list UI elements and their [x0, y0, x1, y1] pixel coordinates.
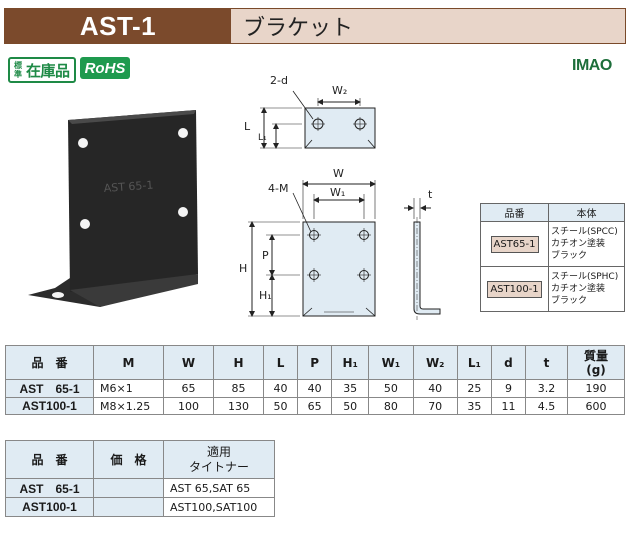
- cell: 40: [262, 379, 299, 398]
- rohs-badge: RoHS: [80, 57, 130, 79]
- cell: 50: [368, 379, 414, 398]
- col-header: P: [297, 345, 333, 380]
- material-code: AST100-1: [487, 280, 542, 298]
- col-header: W: [163, 345, 214, 380]
- col-header: t: [524, 345, 569, 380]
- cell: 35: [456, 397, 492, 415]
- cell: 85: [213, 379, 264, 398]
- tightener-cell: AST 65,SAT 65: [163, 478, 275, 498]
- cell: 50: [262, 397, 299, 415]
- material-line: カチオン塗装: [551, 284, 606, 294]
- table-row: AST65-1 スチール(SPCC) カチオン塗装 ブラック: [480, 221, 625, 267]
- cell: 35: [331, 379, 370, 398]
- top-view: [260, 90, 376, 149]
- tightener-cell: AST100,SAT100: [163, 497, 275, 517]
- col-header: H₁: [331, 345, 370, 380]
- cell: 9: [490, 379, 527, 398]
- table-row: AST100-1 M8×1.25 100 130 50 65 50 80 70 …: [5, 397, 625, 415]
- col-header: d: [490, 345, 527, 380]
- col-header: L₁: [456, 345, 492, 380]
- cell: 3.2: [524, 379, 569, 398]
- side-view: [404, 198, 441, 320]
- cell: M6×1: [93, 379, 164, 398]
- in-stock-label: 在庫品: [26, 61, 70, 80]
- cell: 65: [163, 379, 214, 398]
- material-line: ブラック: [551, 251, 588, 261]
- table-row: AST100-1 スチール(SPHC) カチオン塗装 ブラック: [480, 266, 625, 312]
- dim-w2: W₂: [332, 84, 347, 97]
- col-header: L: [262, 345, 299, 380]
- col-header: 価 格: [93, 440, 164, 479]
- material-header-row: 品番 本体: [480, 203, 625, 222]
- dim-w1: W₁: [330, 186, 345, 199]
- cell: 70: [412, 397, 458, 415]
- cell: 11: [490, 397, 527, 415]
- col-header: 質量 (g): [567, 345, 625, 380]
- product-drawing: AST 65-1 2-d W₂ L L₁: [28, 74, 441, 320]
- bracket-photo: AST 65-1: [28, 110, 198, 307]
- dim-h1: H₁: [259, 289, 272, 302]
- material-line: ブラック: [551, 296, 588, 306]
- dim-4m: 4-M: [268, 182, 288, 195]
- standard-label: 標準: [14, 61, 22, 79]
- product-code: AST-1: [5, 9, 231, 43]
- title-bar: AST-1 ブラケット: [4, 8, 626, 44]
- dim-h: H: [239, 262, 247, 275]
- price-cell: [93, 478, 164, 498]
- photo-stamp: AST 65-1: [103, 179, 153, 195]
- col-header: W₂: [412, 345, 458, 380]
- dim-t: t: [428, 188, 433, 201]
- material-line: スチール(SPCC): [551, 227, 618, 237]
- price-table: 品 番 価 格 適用 タイトナー AST 65-1 AST 65,SAT 65 …: [5, 440, 275, 517]
- table-row: AST100-1 AST100,SAT100: [5, 497, 275, 517]
- cell: 40: [297, 379, 333, 398]
- col-header: 品 番: [5, 440, 94, 479]
- col-header: M: [93, 345, 164, 380]
- standard-stock-badge: 標準 在庫品: [8, 57, 76, 83]
- dim-w: W: [333, 167, 344, 180]
- cell: M8×1.25: [93, 397, 164, 415]
- cell: 600: [567, 397, 625, 415]
- material-header-code: 品番: [480, 203, 549, 222]
- material-table: 品番 本体 AST65-1 スチール(SPCC) カチオン塗装 ブラック AST…: [480, 203, 625, 312]
- product-name: ブラケット: [231, 9, 625, 43]
- front-view: [248, 180, 376, 317]
- part-number: AST100-1: [5, 497, 94, 517]
- part-number: AST100-1: [5, 397, 94, 415]
- price-cell: [93, 497, 164, 517]
- material-header-body: 本体: [548, 203, 625, 222]
- dim-l1: L₁: [258, 133, 267, 143]
- material-line: カチオン塗装: [551, 239, 606, 249]
- dim-2d: 2-d: [270, 74, 288, 87]
- dim-l: L: [244, 120, 251, 133]
- cell: 130: [213, 397, 264, 415]
- cell: 190: [567, 379, 625, 398]
- cell: 4.5: [524, 397, 569, 415]
- cell: 40: [412, 379, 458, 398]
- price-header-row: 品 番 価 格 適用 タイトナー: [5, 440, 275, 479]
- dim-p: P: [262, 249, 269, 262]
- imao-logo: IMAO: [572, 57, 612, 74]
- material-line: スチール(SPHC): [551, 272, 619, 282]
- cell: 50: [331, 397, 370, 415]
- table-row: AST 65-1 M6×1 65 85 40 40 35 50 40 25 9 …: [5, 379, 625, 398]
- col-header: W₁: [368, 345, 414, 380]
- table-row: AST 65-1 AST 65,SAT 65: [5, 478, 275, 498]
- cell: 80: [368, 397, 414, 415]
- cell: 100: [163, 397, 214, 415]
- spec-table: 品 番 M W H L P H₁ W₁ W₂ L₁ d t 質量 (g) AST…: [5, 345, 625, 415]
- col-header: 品 番: [5, 345, 94, 380]
- part-number: AST 65-1: [5, 478, 94, 498]
- cell: 25: [456, 379, 492, 398]
- part-number: AST 65-1: [5, 379, 94, 398]
- spec-header-row: 品 番 M W H L P H₁ W₁ W₂ L₁ d t 質量 (g): [5, 345, 625, 380]
- material-code: AST65-1: [490, 235, 539, 253]
- col-header: H: [213, 345, 264, 380]
- col-header: 適用 タイトナー: [163, 440, 275, 479]
- cell: 65: [297, 397, 333, 415]
